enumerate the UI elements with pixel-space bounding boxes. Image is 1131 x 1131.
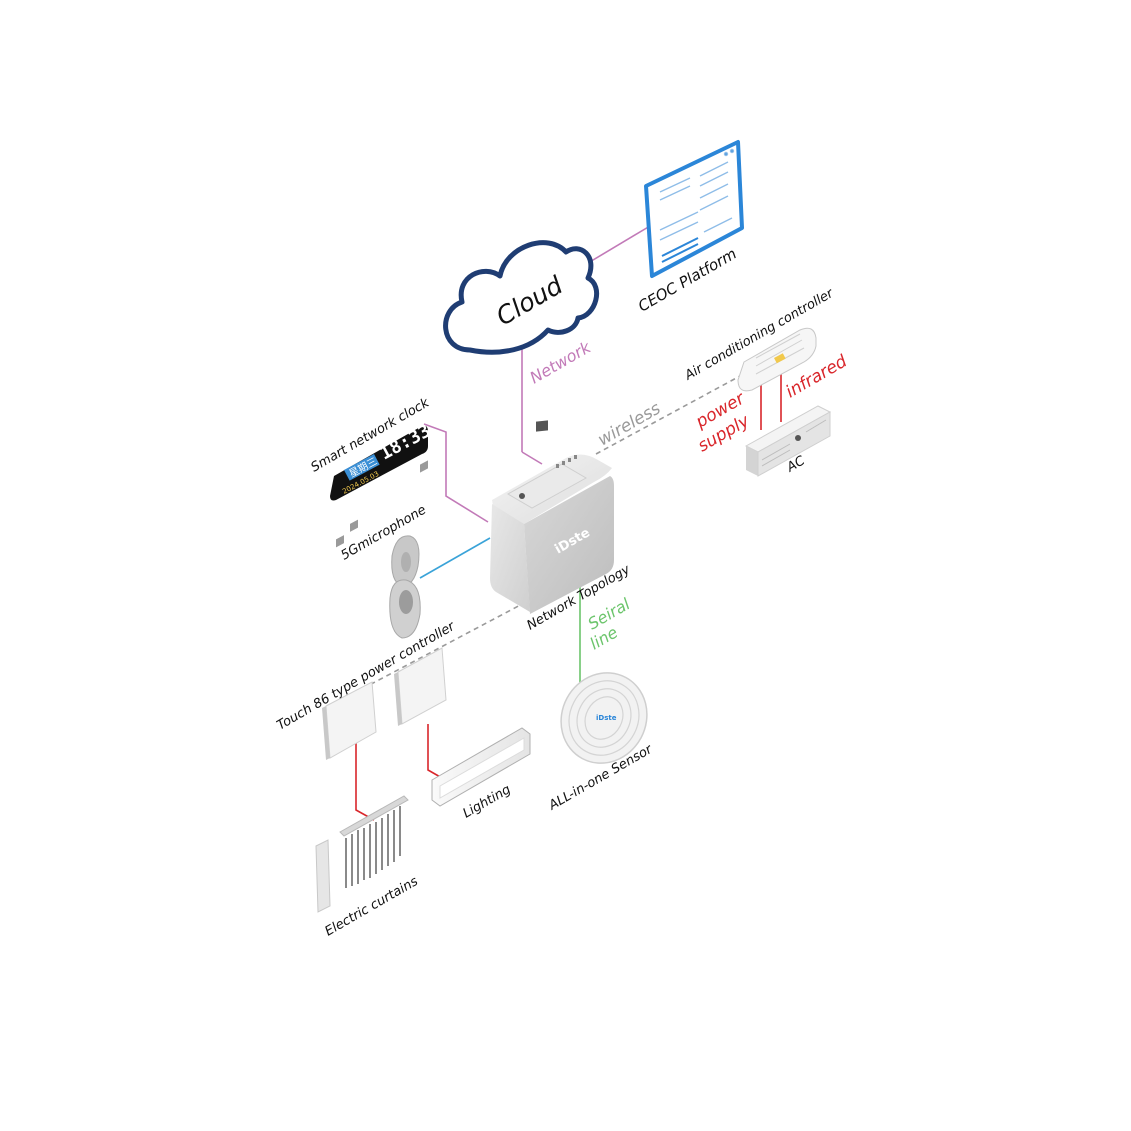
serial-line-label: Seiral line <box>585 594 634 653</box>
link-power-lighting <box>427 724 443 779</box>
sensor-body <box>560 672 648 764</box>
smart-clock-node[interactable]: 星期三 2024.05.03 18:33 Smart network clock <box>309 395 435 501</box>
link-mic <box>419 537 491 579</box>
ethernet-port-icon <box>536 420 548 432</box>
touch-controller-node[interactable]: Touch 86 type power controller <box>275 460 459 760</box>
sensor-brand: iDste <box>596 714 617 722</box>
gateway-device[interactable]: iDste <box>490 420 614 614</box>
link-wireless <box>595 375 741 455</box>
sensor-node[interactable]: iDste ALL-in-one Sensor <box>545 658 662 814</box>
lighting-node[interactable]: Lighting <box>431 727 531 821</box>
clock-display <box>330 425 428 501</box>
network-link-label: Network <box>527 337 595 387</box>
connection-lines <box>355 225 782 821</box>
link-cloud-ceoc <box>587 225 651 264</box>
curtain-motor <box>315 839 331 913</box>
curtain-fabric <box>345 806 401 888</box>
ac-unit-front <box>746 446 758 476</box>
power-port-icon <box>519 493 525 499</box>
power-supply-label: power supply <box>692 388 754 456</box>
ac-sensor-icon <box>795 435 801 441</box>
platform-screen <box>644 140 744 278</box>
clock-day-badge <box>344 454 380 481</box>
ac-unit-node[interactable]: AC <box>744 405 832 477</box>
gateway-left-face <box>490 504 530 612</box>
dashboard-icon <box>659 148 735 263</box>
gateway-front-face <box>524 476 614 614</box>
cloud-node[interactable]: Cloud <box>443 240 600 355</box>
curtains-node[interactable]: Electric curtains <box>315 795 421 939</box>
ceoc-platform-node[interactable]: CEOC Platform <box>635 0 744 315</box>
curtain-rail <box>339 795 409 837</box>
curtains-label: Electric curtains <box>323 874 421 939</box>
link-clock <box>423 423 489 523</box>
link-power-curtains <box>355 742 375 821</box>
sensor-grille-icon <box>568 680 640 756</box>
cloud-icon <box>443 240 600 355</box>
wireless-link-label: wireless <box>595 398 665 450</box>
link-touch <box>359 601 527 691</box>
